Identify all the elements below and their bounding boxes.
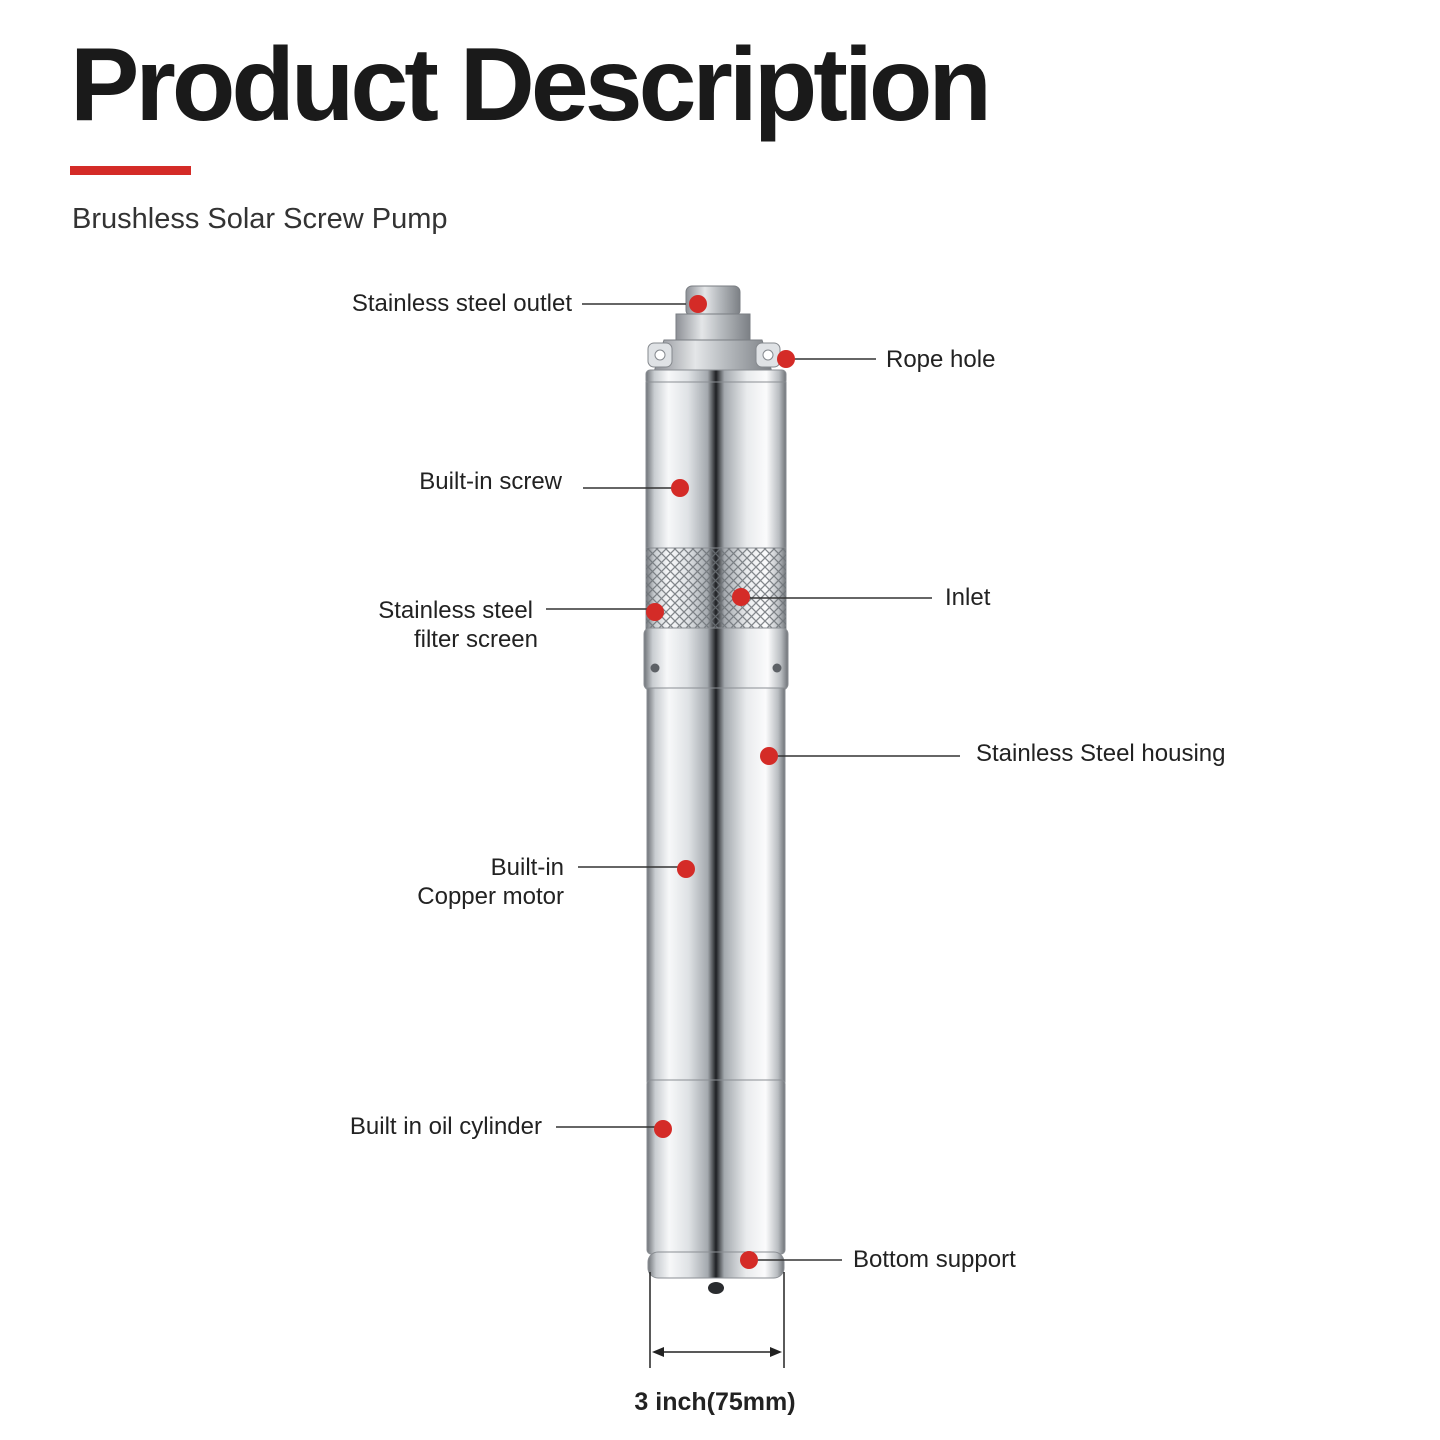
marker-inlet bbox=[732, 588, 750, 606]
label-stainless-steel-housing: Stainless Steel housing bbox=[976, 740, 1226, 767]
label-filter-screen-line2: filter screen bbox=[413, 626, 538, 653]
width-dimension-line bbox=[649, 1272, 785, 1368]
marker-outlet bbox=[689, 295, 707, 313]
collar-screw-left bbox=[650, 663, 660, 673]
dimension-label: 3 inch(75mm) bbox=[634, 1388, 796, 1416]
title-accent-bar bbox=[70, 166, 191, 175]
collar-screw-right bbox=[772, 663, 782, 673]
leader-lines bbox=[546, 303, 960, 1261]
label-filter-screen-line1: Stainless steel bbox=[378, 597, 533, 624]
label-inlet: Inlet bbox=[945, 584, 991, 611]
filter-screen bbox=[645, 547, 787, 631]
product-subtitle: Brushless Solar Screw Pump bbox=[72, 203, 448, 235]
label-rope-hole: Rope hole bbox=[886, 346, 996, 373]
marker-filter bbox=[646, 603, 664, 621]
label-bottom-support: Bottom support bbox=[853, 1246, 1016, 1273]
label-copper-motor-line1: Built-in bbox=[490, 854, 564, 881]
page-title: Product Description bbox=[70, 27, 992, 143]
marker-motor bbox=[677, 860, 695, 878]
label-copper-motor-line2: Copper motor bbox=[417, 883, 564, 910]
marker-bottom bbox=[740, 1251, 758, 1269]
motor-housing bbox=[646, 687, 786, 1083]
marker-oil bbox=[654, 1120, 672, 1138]
marker-housing bbox=[760, 747, 778, 765]
callout-markers bbox=[646, 295, 795, 1269]
marker-screw bbox=[671, 479, 689, 497]
label-stainless-steel-outlet: Stainless steel outlet bbox=[351, 290, 572, 317]
oil-cylinder bbox=[646, 1079, 786, 1255]
label-built-in-screw: Built-in screw bbox=[419, 468, 562, 495]
label-built-in-oil-cylinder: Built in oil cylinder bbox=[349, 1113, 542, 1140]
motor-collar bbox=[643, 627, 789, 691]
outlet-fitting bbox=[653, 285, 773, 373]
bottom-drain bbox=[708, 1282, 724, 1294]
bottom-support bbox=[647, 1251, 785, 1279]
marker-rope-hole bbox=[777, 350, 795, 368]
screw-section bbox=[645, 381, 787, 549]
